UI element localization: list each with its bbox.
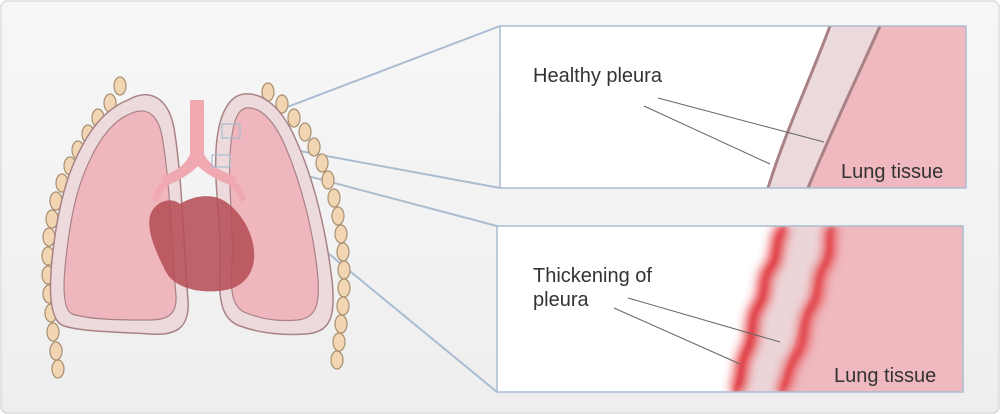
healthy-pleura-panel — [499, 25, 967, 189]
thickening-pointer — [613, 297, 781, 365]
lung-tissue-label-bottom: Lung tissue — [834, 365, 937, 387]
healthy-pleura-label: Healthy pleura — [533, 65, 662, 87]
healthy-pleura-pointer — [643, 97, 825, 165]
thickening-label: Thickening of pleura — [533, 264, 652, 312]
lung-tissue-label-top: Lung tissue — [841, 161, 944, 183]
healthy-lung-tissue — [808, 26, 966, 188]
left-lung — [63, 110, 177, 321]
zoom-marker-thickened — [211, 154, 231, 168]
zoom-marker-healthy — [221, 123, 241, 139]
trachea — [162, 100, 236, 186]
thickening-label-line1: Thickening of — [533, 265, 652, 287]
rib-beads-right — [261, 82, 351, 370]
heart — [149, 196, 255, 292]
thickened-pleura-panel — [496, 225, 964, 393]
lungs-illustration — [41, 76, 351, 379]
thickening-label-line2: pleura — [533, 289, 589, 311]
thickened-pleura-layer — [734, 226, 832, 392]
